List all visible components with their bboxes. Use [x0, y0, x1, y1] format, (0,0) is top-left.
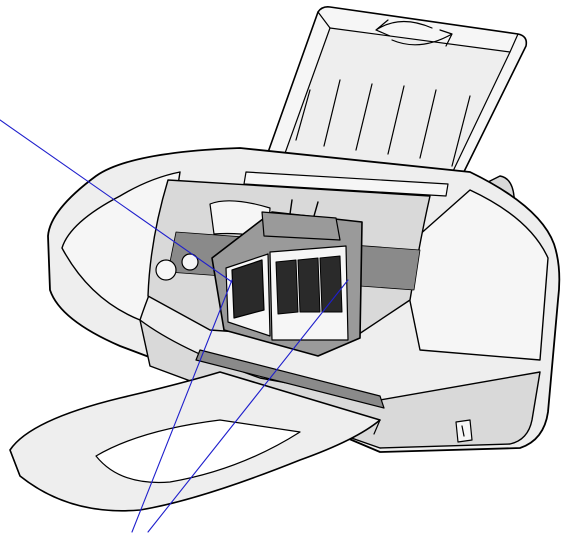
printer-front-face	[139, 319, 541, 449]
paper-roller-icon	[155, 259, 177, 281]
cartridge-slot-2	[297, 257, 321, 313]
cartridge-slot-3	[319, 255, 343, 313]
paper-output-tray	[9, 371, 381, 512]
top-cover-rim	[317, 11, 519, 53]
tray-lip	[9, 419, 381, 477]
gear-icon	[181, 253, 199, 271]
print-head	[211, 199, 363, 357]
callout-lines	[0, 119, 349, 533]
callout-line-bottom-right	[147, 279, 349, 533]
printer-front-slot	[195, 349, 385, 409]
top-cover-ribs	[295, 79, 471, 167]
tray-cutout	[95, 419, 301, 484]
cartridge-black	[231, 259, 265, 319]
callout-line-cartridge-left	[0, 119, 233, 283]
arrow-icon-left	[375, 19, 433, 37]
print-head-lock-lever	[261, 211, 341, 241]
power-button-icon	[455, 419, 473, 443]
callout-line-bottom-left	[131, 279, 233, 533]
print-head-clips	[289, 199, 319, 217]
cartridge-slot-1	[275, 259, 299, 315]
printer-right-shoulder	[399, 189, 549, 361]
arrow-icon-right	[391, 29, 453, 47]
cover-hinge-bar	[243, 171, 449, 197]
